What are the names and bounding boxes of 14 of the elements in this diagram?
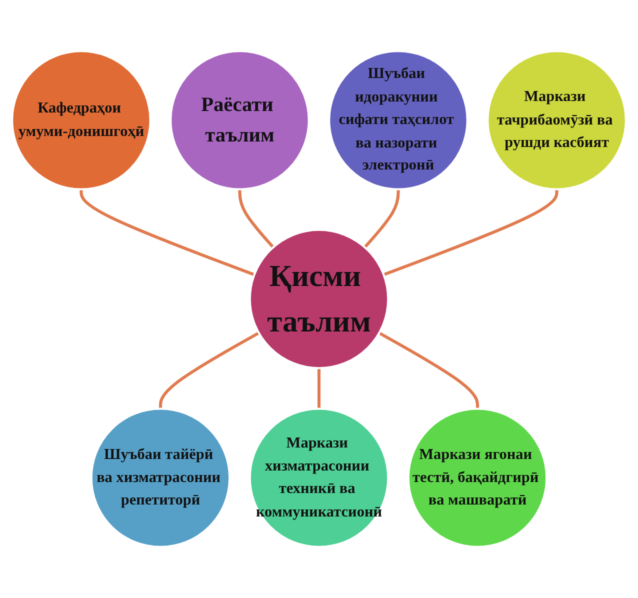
node-circle: Кафедраҳои умуми-донишгоҳӣ bbox=[11, 50, 152, 190]
connector bbox=[317, 368, 321, 409]
connector bbox=[378, 332, 480, 409]
node-circle: Маркази тачрибаомӯзӣ ва рушди касбият bbox=[486, 50, 627, 190]
connector bbox=[80, 189, 255, 276]
node-circle: Шуъбаи тайёрӣ ва хизматрасонии репетиторӣ bbox=[90, 408, 231, 548]
connector bbox=[383, 189, 558, 276]
node-circle: Қисми таълим bbox=[248, 228, 390, 370]
connector bbox=[364, 189, 400, 248]
node-circle: Маркази ягонаи тестӣ, бақайдгирӣ ва машваратӣ bbox=[407, 408, 548, 548]
node-circle: Раёсати таълим bbox=[170, 50, 310, 190]
connector bbox=[238, 189, 274, 248]
connector bbox=[158, 332, 260, 409]
node-circle: Шуъбаи идоракунии сифати таҳсилот ва назорати электронӣ bbox=[328, 50, 468, 190]
